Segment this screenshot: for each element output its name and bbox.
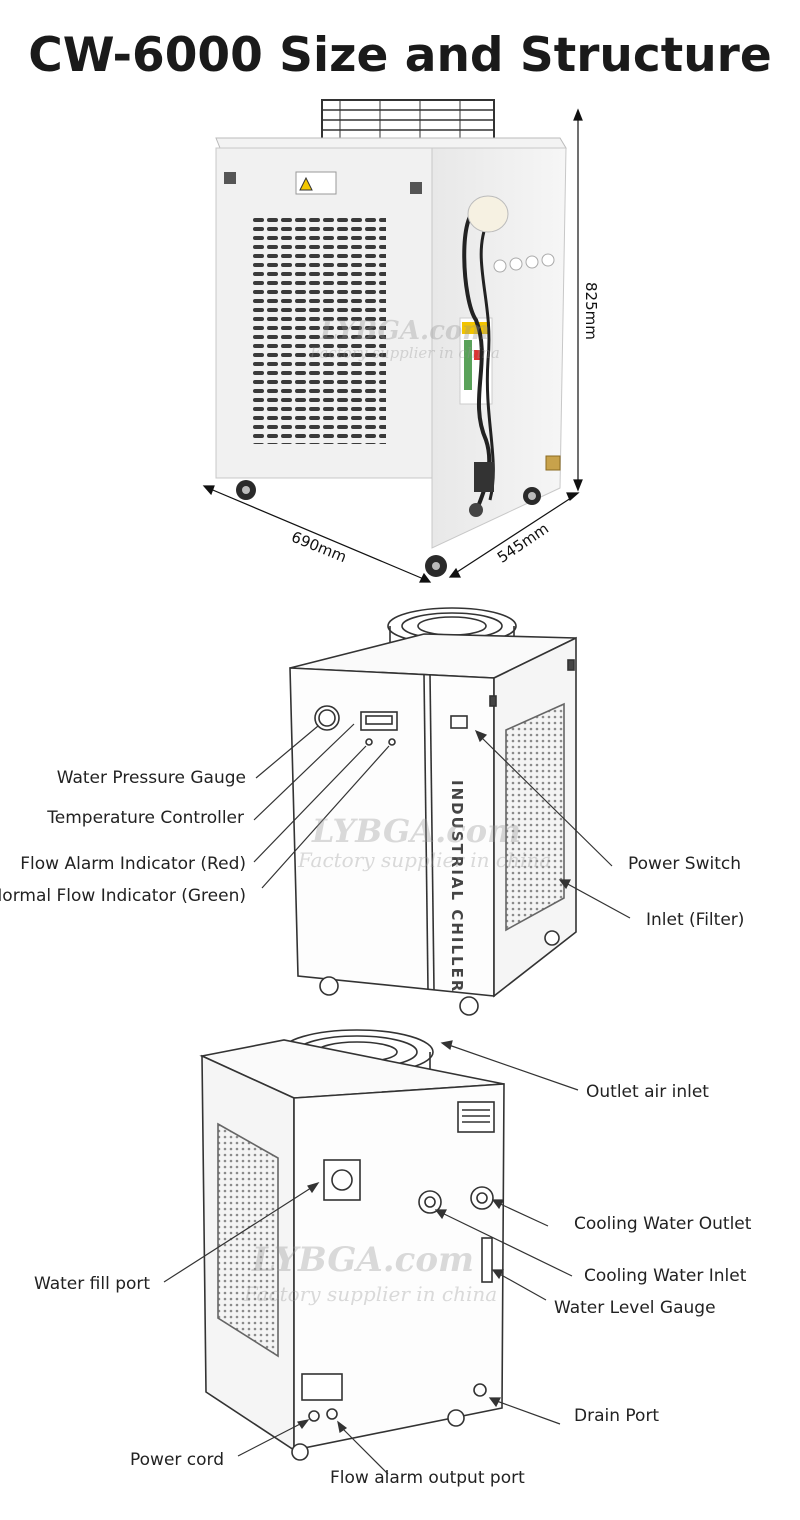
back-leader-lines	[163, 1040, 579, 1475]
label-normal-flow-indicator: Normal Flow Indicator (Green)	[0, 886, 246, 906]
front-leader-lines	[253, 723, 631, 919]
label-power-cord: Power cord	[130, 1450, 225, 1470]
dimension-arrows	[202, 108, 583, 583]
watermark-tagline-bottom: Factory supplier in china	[244, 1282, 498, 1306]
watermark-tagline-top: Factory supplier in china	[310, 344, 500, 362]
watermark-brand-bottom: LYBGA.com	[252, 1240, 474, 1280]
industrial-chiller-side-text: INDUSTRIAL CHILLER	[448, 780, 466, 993]
back-view-drawing	[199, 1029, 505, 1461]
label-outlet-air-inlet: Outlet air inlet	[586, 1082, 709, 1102]
label-power-switch: Power Switch	[628, 854, 742, 874]
label-temperature-controller: Temperature Controller	[47, 808, 244, 828]
height-dimension: 825mm	[582, 282, 600, 340]
watermark-brand-top: LYBGA.com	[320, 316, 490, 346]
page-title: CW-6000 Size and Structure	[28, 28, 772, 83]
label-drain-port: Drain Port	[574, 1406, 660, 1426]
watermark-brand-mid: LYBGA.com	[312, 812, 521, 850]
label-flow-alarm-output-port: Flow alarm output port	[330, 1468, 525, 1488]
label-water-pressure-gauge: Water Pressure Gauge	[56, 768, 246, 788]
watermark-tagline-mid: Factory supplier in china	[298, 848, 552, 872]
label-inlet-filter: Inlet (Filter)	[646, 910, 745, 930]
top-fan-guard	[321, 99, 495, 143]
front-view-drawing	[289, 607, 577, 1016]
label-water-fill-port: Water fill port	[34, 1274, 151, 1294]
product-photo	[202, 99, 583, 583]
label-cooling-water-inlet: Cooling Water Inlet	[584, 1266, 747, 1286]
label-water-level-gauge: Water Level Gauge	[554, 1298, 716, 1318]
label-cooling-water-outlet: Cooling Water Outlet	[574, 1214, 752, 1234]
label-flow-alarm-indicator: Flow Alarm Indicator (Red)	[20, 854, 246, 874]
